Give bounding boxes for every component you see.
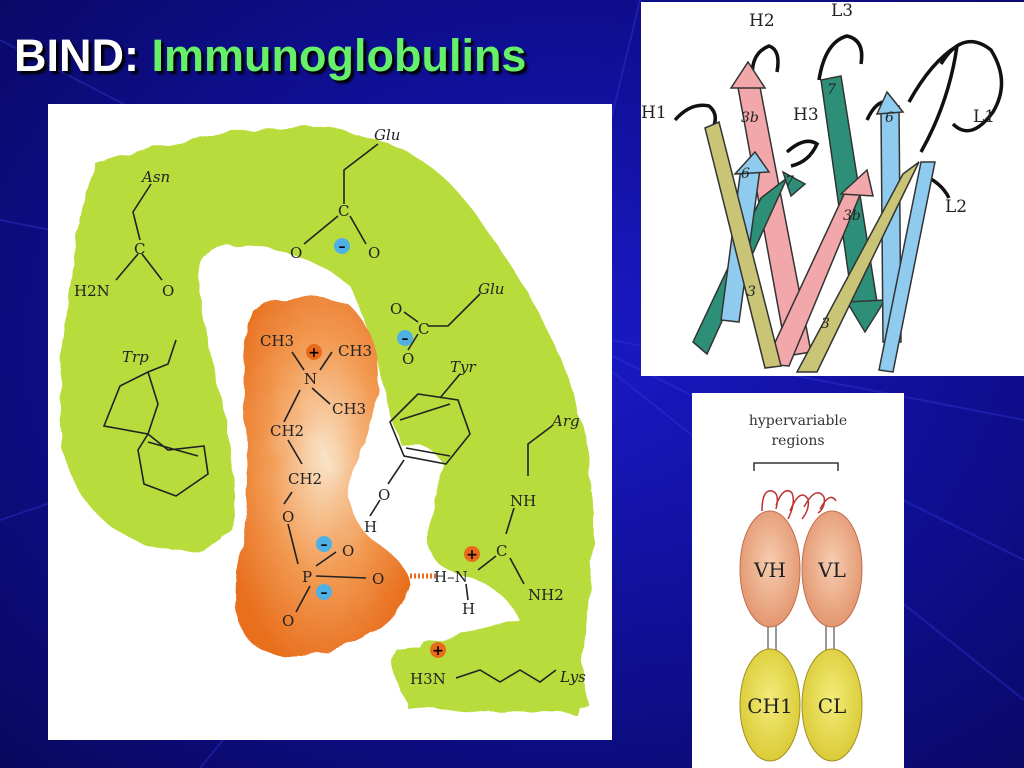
loop-label-l1: L1 (973, 107, 995, 127)
charge-badge-cation (464, 546, 480, 562)
hypervariable-loops (761, 490, 837, 520)
residue-asn: Asn (140, 168, 170, 186)
slide-title: BIND: Immunoglobulins (14, 30, 526, 82)
ligand-blob (237, 296, 410, 657)
atom-tyr-o: O (378, 486, 390, 504)
atom-ch2-2: CH2 (288, 470, 322, 488)
atom-arg-nh2: NH2 (528, 586, 564, 604)
residue-tyr: Tyr (450, 358, 476, 376)
strand-label: 7 (785, 174, 794, 190)
title-main: Immunoglobulins (151, 30, 527, 81)
strand-label: 6 (885, 110, 894, 126)
strand-label: 6 (741, 166, 750, 182)
atom-ch2-1: CH2 (270, 422, 304, 440)
arrowhead (781, 170, 807, 198)
charge-plus-2: + (466, 547, 478, 563)
loop-label-h1: H1 (641, 103, 667, 123)
label-ch1: CH1 (747, 694, 792, 718)
fab-fragment-diagram: hypervariable regions VH VL CH1 CL (739, 413, 863, 762)
residue-lys: Lys (559, 668, 586, 686)
domain-vl (801, 510, 863, 628)
atom-glu1-o-right: O (368, 244, 380, 262)
domain-ch1 (739, 648, 801, 762)
arrowhead (729, 60, 767, 89)
domain-cl (801, 648, 863, 762)
atom-h3n: H3N (410, 670, 446, 688)
arrowhead (733, 150, 771, 175)
charge-plus-3: + (432, 643, 444, 659)
bond-lines (102, 143, 557, 683)
charge-minus-1: – (339, 239, 346, 255)
label-cl: CL (818, 694, 847, 718)
loop-structure-diagram: 3b 3b 7 7 6 6 3 3 H1 H2 H3 L1 L2 L3 (641, 2, 1004, 373)
residue-glu-2: Glu (478, 280, 504, 298)
atom-glu2-o-top: O (390, 300, 402, 318)
atom-arg-h: H (462, 600, 475, 618)
atom-ch3-top-right: CH3 (338, 342, 372, 360)
charge-badge-anion (397, 330, 413, 346)
charge-badge-anion (316, 536, 332, 552)
protein-pocket (59, 126, 594, 714)
atom-p-o-bottom: O (282, 612, 294, 630)
loop-label-l2: L2 (945, 197, 967, 217)
atom-ligand-o: O (282, 508, 294, 526)
bracket (753, 462, 839, 471)
charge-minus-2: – (402, 331, 409, 347)
residue-glu-1: Glu (374, 126, 400, 144)
loop-structure-panel: 3b 3b 7 7 6 6 3 3 H1 H2 H3 L1 L2 L3 (641, 2, 1024, 376)
atom-glu2-o-bottom: O (402, 350, 414, 368)
strand-right-edge (878, 161, 936, 373)
strand-label: 7 (827, 82, 836, 98)
fab-fragment-panel: hypervariable regions VH VL CH1 CL (692, 393, 904, 768)
atom-arg-nh: NH (510, 492, 536, 510)
atom-arg-c: C (496, 542, 507, 560)
label-vl: VL (817, 558, 846, 582)
loop-label-h3: H3 (793, 105, 819, 125)
residue-arg: Arg (550, 412, 580, 430)
arrowhead (839, 168, 874, 197)
arrowhead (875, 90, 905, 115)
atom-arg-h-n: H–N (434, 568, 468, 586)
atom-ch3-bottom: CH3 (332, 400, 366, 418)
atom-h2n: H2N (74, 282, 110, 300)
atom-glu2-c: C (418, 320, 429, 338)
loop-label-h2: H2 (749, 11, 775, 31)
binding-site-diagram: Asn Glu Glu Trp Tyr Arg Lys C O H2N C O … (59, 126, 594, 714)
charge-badge-anion (316, 584, 332, 600)
atom-ch3-top-left: CH3 (260, 332, 294, 350)
label-vh: VH (753, 558, 786, 582)
atom-asn-o: O (162, 282, 174, 300)
charge-minus-3: – (321, 537, 328, 553)
binding-site-panel: Asn Glu Glu Trp Tyr Arg Lys C O H2N C O … (48, 104, 612, 740)
charge-badge-cation (430, 642, 446, 658)
strand-label: 3b (843, 208, 861, 224)
strand-3-right (795, 161, 920, 373)
charge-badge-cation (306, 344, 322, 360)
regions-label: regions (771, 433, 824, 449)
strand-label: 3b (741, 110, 759, 126)
atom-glu1-o-left: O (290, 244, 302, 262)
atom-p-o-top: O (342, 542, 354, 560)
strand-label: 3 (747, 284, 756, 300)
domain-vh (739, 510, 801, 628)
arrowhead (845, 299, 887, 334)
title-prefix: BIND: (14, 30, 139, 81)
atom-tyr-h: H (364, 518, 377, 536)
charge-minus-4: – (321, 585, 328, 601)
strand-3-left (704, 120, 782, 369)
charge-plus-1: + (308, 345, 320, 361)
strand-label: 3 (821, 316, 830, 332)
atom-n-plus: N (304, 370, 317, 388)
charge-badge-anion (334, 238, 350, 254)
atom-p-o-right: O (372, 570, 384, 588)
atom-glu1-c: C (338, 202, 349, 220)
loop-label-l3: L3 (831, 2, 853, 21)
residue-trp: Trp (122, 348, 149, 366)
hypervariable-label: hypervariable (749, 413, 847, 429)
atom-asn-c: C (134, 240, 145, 258)
loop-lines (673, 34, 1004, 199)
atom-phosphorus: P (302, 568, 312, 586)
